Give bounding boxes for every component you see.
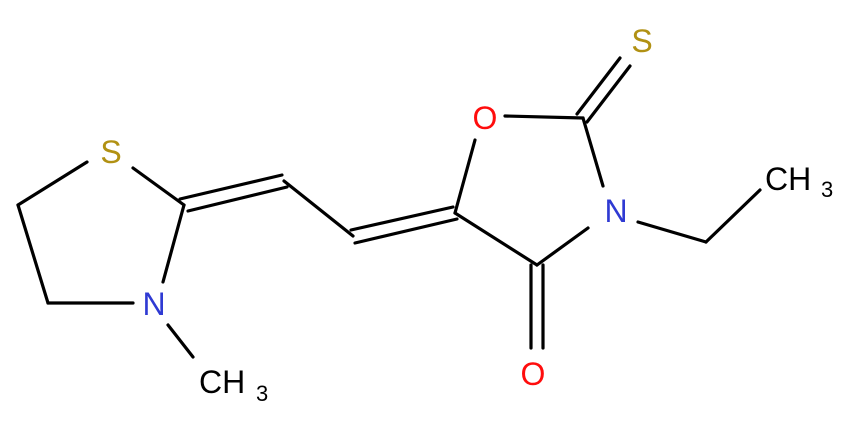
nitrogen-ring-label: N [142, 286, 165, 322]
bond-cb-c5-2 [353, 217, 459, 245]
bond-c2-s [131, 166, 186, 207]
methyl-ethyl-subscript: 3 [821, 177, 833, 202]
bond-c2-ca-1 [178, 173, 284, 201]
bond-ch2-ch3-ethyl [704, 188, 762, 244]
bond-n3-c4 [535, 226, 590, 267]
sulfur-ring-label: S [100, 134, 121, 170]
oxygen-ring-label: O [473, 100, 498, 136]
bond-ch2-ch2 [16, 203, 50, 305]
sulfur-thione-label: S [631, 23, 652, 59]
bond-c5-o1 [453, 138, 477, 215]
bond-c2-ca-2 [186, 185, 289, 213]
bond-cb-c5-1 [349, 205, 455, 232]
bond-o1-c2 [503, 114, 585, 120]
nitrogen-ethyl-label: N [604, 193, 627, 229]
bond-c-s-thione-2 [585, 64, 632, 124]
bond-n-methyl [166, 323, 195, 359]
methyl-ethyl-label: CH [765, 161, 811, 197]
oxygen-carbonyl-label: O [521, 356, 546, 392]
bond-ca-cb [282, 179, 355, 238]
bond-c4-c5 [453, 211, 539, 267]
bond-s-ch2 [16, 160, 89, 207]
bond-n-ch2-ethyl [636, 220, 708, 244]
methyl-n-subscript: 3 [256, 381, 268, 406]
bond-c2-n3 [581, 116, 605, 188]
bond-c-s-thione-1 [575, 56, 622, 116]
bond-n-c2 [161, 203, 186, 284]
methyl-n-label: CH [199, 364, 245, 400]
